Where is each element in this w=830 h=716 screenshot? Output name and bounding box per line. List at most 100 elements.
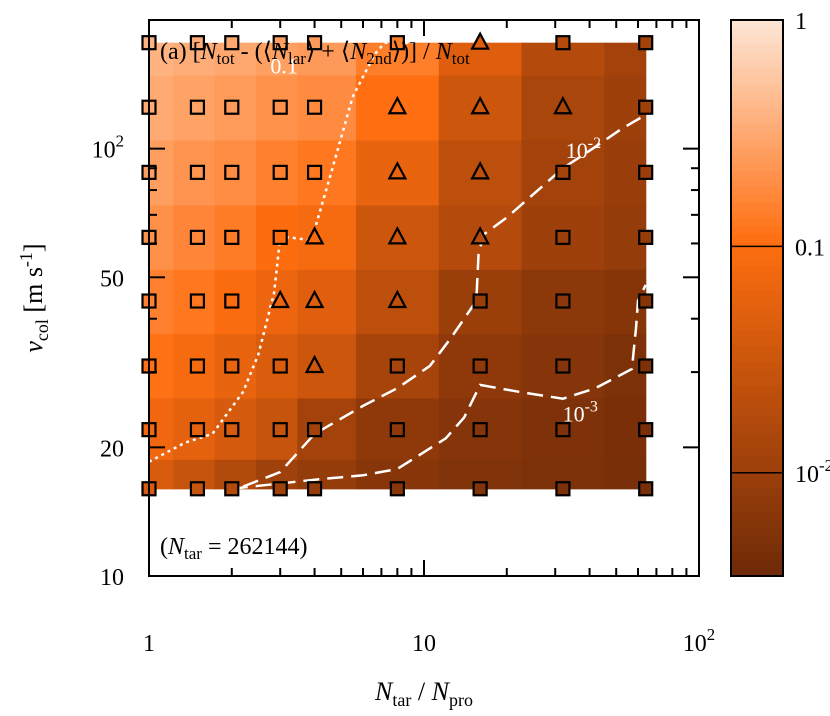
y-tick-label: 20 <box>100 436 124 462</box>
colorbar-band <box>731 409 783 418</box>
colorbar-band <box>731 433 783 442</box>
heatmap-cell <box>297 204 357 270</box>
colorbar-band <box>731 520 783 529</box>
data-marker-triangle <box>470 161 490 180</box>
ntar-annotation: (Ntar = 262144) <box>160 534 307 563</box>
data-marker-square <box>472 422 488 438</box>
colorbar-band <box>731 512 783 521</box>
data-marker-square <box>272 35 288 51</box>
contour-line <box>149 41 418 463</box>
data-marker-square <box>472 293 488 309</box>
colorbar-band <box>731 51 783 61</box>
colorbar-band <box>731 298 783 307</box>
x-tick-label: 102 <box>683 625 715 657</box>
colorbar-band <box>731 361 783 370</box>
colorbar-band <box>731 266 783 275</box>
contour-lines: 0.110-210-3 <box>149 41 647 491</box>
data-marker-triangle <box>304 226 325 245</box>
colorbar-band <box>731 425 783 434</box>
colorbar-band <box>731 186 783 196</box>
data-marker-triangle <box>470 95 490 115</box>
colorbar-band <box>731 194 783 204</box>
colorbar-band <box>731 59 783 69</box>
data-marker-triangle <box>470 31 490 50</box>
data-marker-square <box>189 358 206 374</box>
data-marker-square <box>555 35 571 51</box>
colorbar-band <box>731 393 783 402</box>
colorbar-band <box>731 107 783 116</box>
data-marker-square <box>272 358 288 374</box>
data-markers <box>141 31 654 497</box>
colorbar-band <box>731 162 783 172</box>
colorbar-band <box>731 27 783 37</box>
data-marker-square <box>224 229 240 245</box>
colorbar-band <box>731 528 783 537</box>
data-marker-square <box>306 35 323 51</box>
colorbar-band <box>731 496 783 506</box>
data-marker-triangle <box>553 95 573 115</box>
colorbar-bands <box>731 20 783 577</box>
data-marker-square <box>555 358 571 374</box>
colorbar-band <box>731 337 783 347</box>
colorbar-band <box>731 67 783 77</box>
heatmap-cell <box>297 269 357 335</box>
colorbar-band <box>731 440 783 450</box>
colorbar-band <box>731 544 783 553</box>
colorbar-tick-label: 10-2 <box>795 456 830 488</box>
data-marker-triangle <box>387 289 408 309</box>
colorbar-axis: 10.110-2 <box>731 9 830 488</box>
data-marker-triangle <box>304 354 325 374</box>
colorbar-band <box>731 417 783 426</box>
colorbar-band <box>731 115 783 124</box>
heatmap-cell <box>297 333 357 399</box>
data-marker-square <box>224 358 240 374</box>
data-marker-square <box>189 99 206 115</box>
colorbar-band <box>731 536 783 545</box>
y-tick-label: 10 <box>100 565 124 591</box>
data-marker-square <box>189 229 206 245</box>
y-tick-label: 50 <box>100 266 124 292</box>
colorbar-band <box>731 123 783 132</box>
data-marker-triangle <box>387 161 408 180</box>
colorbar-band <box>731 170 783 180</box>
colorbar-band <box>731 560 783 569</box>
data-marker-triangle <box>304 289 325 309</box>
colorbar-band <box>731 282 783 291</box>
colorbar-band <box>731 313 783 323</box>
data-marker-square <box>272 481 288 497</box>
colorbar-band <box>731 377 783 386</box>
data-marker-square <box>224 35 240 51</box>
data-marker-square <box>224 293 240 309</box>
y-axis-label: vcol [m s-1] <box>16 243 52 352</box>
colorbar-band <box>731 20 783 29</box>
colorbar-band <box>731 472 783 482</box>
data-marker-square <box>389 481 405 497</box>
colorbar-band <box>731 480 783 490</box>
data-marker-square <box>224 481 240 497</box>
data-marker-square <box>189 35 206 51</box>
data-marker-square <box>306 99 323 115</box>
colorbar-band <box>731 210 783 220</box>
colorbar-band <box>731 35 783 45</box>
data-marker-square <box>189 293 206 309</box>
data-marker-square <box>272 164 288 180</box>
heatmap-cell <box>297 459 357 490</box>
chart-title: (a) [Ntot - (⟨Nlar⟩ + ⟨N2nd⟩)] / Ntot <box>160 39 470 68</box>
data-marker-square <box>638 481 654 497</box>
colorbar-band <box>731 321 783 331</box>
colorbar-band <box>731 464 783 474</box>
colorbar-band <box>731 147 783 156</box>
colorbar-band <box>731 274 783 283</box>
data-marker-square <box>555 422 571 438</box>
data-marker-square <box>555 164 571 180</box>
data-marker-square <box>555 293 571 309</box>
colorbar-band <box>731 202 783 212</box>
colorbar-band <box>731 75 783 85</box>
x-tick-label: 10 <box>412 631 436 657</box>
contour-line <box>242 113 647 488</box>
data-marker-triangle <box>387 226 408 245</box>
data-marker-square <box>224 164 240 180</box>
colorbar-band <box>731 385 783 394</box>
colorbar-band <box>731 448 783 458</box>
